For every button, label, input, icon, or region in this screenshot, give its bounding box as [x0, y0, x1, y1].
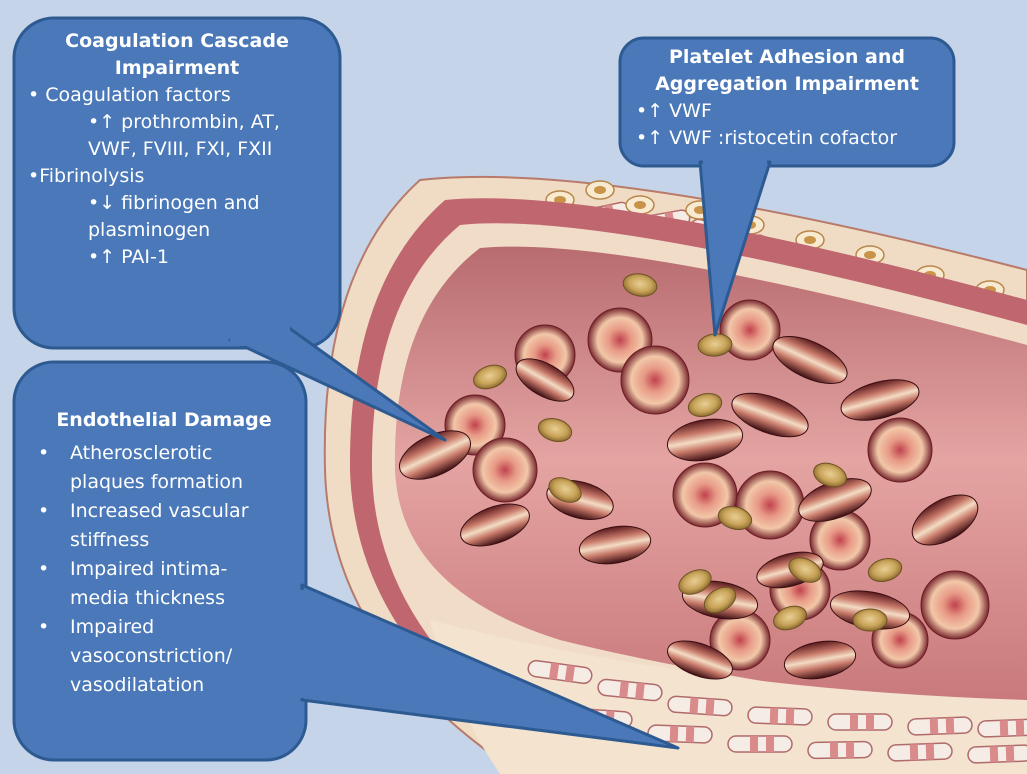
muscle-cell-band: [1006, 746, 1015, 762]
smooth-muscle-cell: [908, 717, 973, 735]
muscle-cell-body: [888, 743, 953, 761]
endothelial-item-1-line2: plaques formation: [70, 468, 243, 497]
smooth-muscle-cell: [978, 719, 1027, 737]
fibrinolysis-plasminogen: plasminogen: [14, 217, 340, 244]
bullet-marker: •: [38, 497, 49, 526]
platelet-callout: Platelet Adhesion and Aggregation Impair…: [620, 44, 954, 152]
muscle-cell-band: [866, 714, 874, 730]
endothelial-item-2-line2: stiffness: [70, 526, 149, 555]
bullet-marker: •: [38, 613, 49, 642]
endothelial-item-1-line1: Atherosclerotic: [70, 439, 212, 468]
cell-nucleus: [634, 201, 646, 209]
red-blood-cell: [868, 418, 932, 482]
smooth-muscle-cell: [748, 707, 813, 725]
muscle-cell-band: [910, 744, 919, 760]
muscle-cell-band: [946, 718, 955, 734]
fibrinolysis-label: •Fibrinolysis: [14, 163, 340, 190]
coagulation-factors-label: • Coagulation factors: [14, 82, 340, 109]
coagulation-increase-line: •↑ prothrombin, AT,: [14, 109, 340, 136]
bullet-marker: •: [38, 555, 49, 584]
red-blood-cell: [921, 571, 989, 639]
muscle-cell-body: [668, 696, 733, 716]
coagulation-title-line2: Impairment: [14, 55, 340, 82]
cell-nucleus: [804, 236, 816, 244]
muscle-cell-body: [828, 714, 892, 730]
endothelial-item-2-line1: Increased vascular: [70, 497, 249, 526]
muscle-cell-band: [619, 681, 629, 698]
cell-nucleus: [864, 251, 876, 259]
bullet-marker: •: [38, 439, 49, 468]
smooth-muscle-cell: [828, 714, 892, 730]
red-blood-cell: [736, 471, 804, 539]
platelet: [853, 609, 887, 631]
red-blood-cell: [621, 346, 689, 414]
muscle-cell-band: [990, 746, 999, 762]
muscle-cell-band: [670, 726, 679, 742]
endothelial-item-4-line1: Impaired: [70, 613, 154, 642]
smooth-muscle-cell: [888, 743, 953, 761]
endothelial-item-4-line3: vasodilatation: [70, 671, 204, 700]
muscle-cell-band: [850, 714, 858, 730]
muscle-cell-body: [908, 717, 973, 735]
muscle-cell-band: [750, 736, 758, 752]
muscle-cell-band: [705, 698, 714, 715]
coagulation-factors-list: VWF, FVIII, FXI, FXII: [14, 136, 340, 163]
muscle-cell-band: [846, 742, 854, 758]
endothelial-callout: Endothelial Damage • Atherosclerotic plaq…: [24, 406, 304, 700]
fibrinolysis-pai1: •↑ PAI-1: [14, 244, 340, 271]
muscle-cell-body: [808, 741, 872, 758]
endothelial-title: Endothelial Damage: [24, 406, 304, 435]
coagulation-callout: Coagulation Cascade Impairment • Coagula…: [14, 28, 340, 271]
smooth-muscle-cell: [968, 745, 1027, 763]
fibrinolysis-decrease-line: •↓ fibrinogen and: [14, 190, 340, 217]
platelet-ristocetin-line: •↑ VWF :ristocetin cofactor: [620, 125, 954, 152]
muscle-cell-band: [926, 744, 935, 760]
muscle-cell-band: [786, 708, 795, 724]
muscle-cell-band: [830, 742, 838, 758]
muscle-cell-band: [1016, 720, 1025, 736]
platelet-title-line2: Aggregation Impairment: [620, 71, 954, 98]
coagulation-title-line1: Coagulation Cascade: [14, 28, 340, 55]
muscle-cell-band: [635, 683, 645, 700]
endothelial-item-4-line2: vasoconstriction/: [70, 642, 232, 671]
platelet-title-line1: Platelet Adhesion and: [620, 44, 954, 71]
endothelial-item-3-line1: Impaired intima-: [70, 555, 227, 584]
cell-nucleus: [594, 186, 606, 194]
muscle-cell-band: [770, 708, 779, 724]
platelet-vwf-line: •↑ VWF: [620, 98, 954, 125]
smooth-muscle-cell: [728, 736, 792, 752]
endothelial-item-3-line2: media thickness: [70, 584, 225, 613]
muscle-cell-band: [686, 726, 695, 742]
muscle-cell-body: [748, 707, 813, 725]
muscle-cell-band: [766, 736, 774, 752]
smooth-muscle-cell: [808, 741, 872, 758]
red-blood-cell: [473, 438, 537, 502]
muscle-cell-band: [930, 718, 939, 734]
muscle-cell-band: [1000, 720, 1009, 736]
muscle-cell-body: [728, 736, 792, 752]
muscle-cell-band: [689, 697, 698, 714]
smooth-muscle-cell: [668, 696, 733, 716]
